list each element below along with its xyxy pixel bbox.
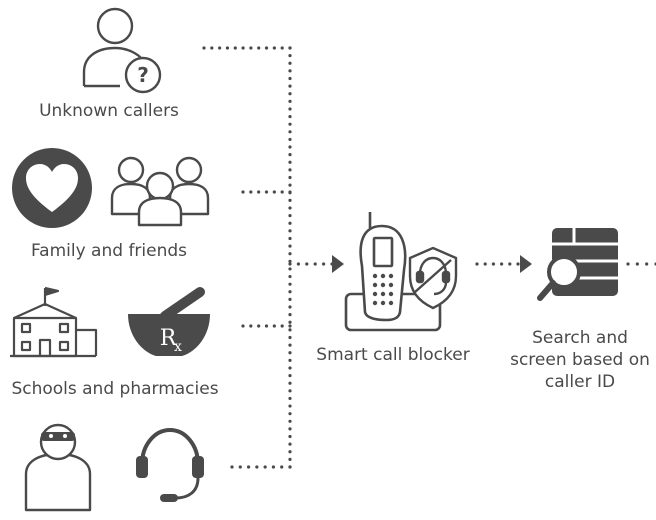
headset-icon (136, 427, 204, 502)
dotted-line-to-search (475, 262, 520, 266)
database-search-icon (537, 228, 618, 301)
school-icon (10, 286, 98, 358)
arrowhead-to-search (520, 255, 532, 273)
unknown-callers-label: Unknown callers (39, 101, 179, 121)
dotted-line-exit (626, 262, 656, 266)
family-friends-label: Family and friends (30, 241, 188, 261)
smart-call-blocker-label: Smart call blocker (316, 345, 470, 365)
search-label-line-3: caller ID (544, 372, 616, 392)
svg-text:x: x (174, 339, 182, 355)
svg-text:R: R (160, 326, 178, 351)
search-label-line-1: Search and (532, 328, 628, 348)
masked-caller-icon (24, 423, 92, 512)
search-label-line-2: screen based on (510, 350, 650, 370)
heart-icon (12, 148, 92, 228)
dotted-line-unknown (202, 46, 292, 50)
family-group-icon (110, 156, 210, 227)
unknown-caller-icon: ? (82, 7, 162, 94)
pharmacy-rx-icon: R x (128, 287, 210, 356)
connector-lines (202, 46, 656, 469)
shield-icon (408, 246, 458, 310)
dotted-line-to-blocker (288, 262, 334, 266)
cordless-phone-icon (344, 212, 442, 332)
dotted-line-masked (230, 465, 292, 469)
dotted-line-schools (241, 324, 292, 328)
arrowhead-to-blocker (332, 255, 344, 273)
dotted-line-vertical (288, 46, 292, 469)
dotted-line-family (241, 190, 292, 194)
schools-pharmacies-label: Schools and pharmacies (11, 379, 219, 399)
search-screen-label: Search and screen based on caller ID (500, 327, 656, 393)
svg-text:?: ? (137, 63, 149, 87)
